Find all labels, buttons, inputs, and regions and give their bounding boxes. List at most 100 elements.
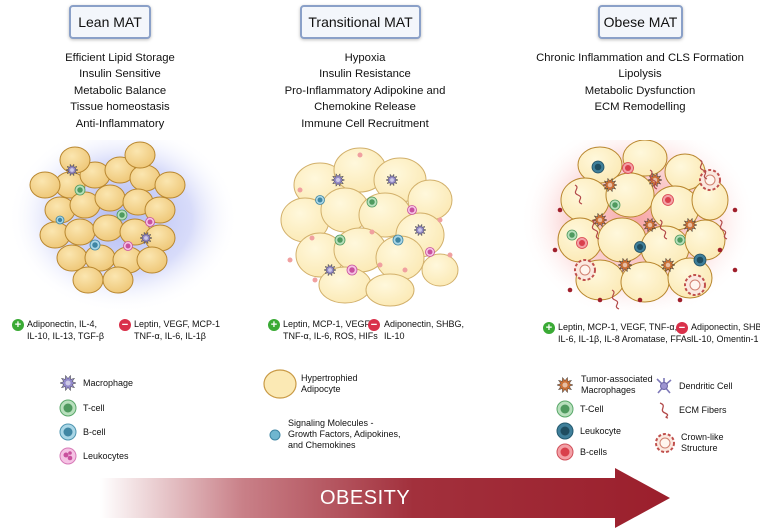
ecm-fiber (574, 184, 583, 205)
legend-tcell-obese: T-Cell (555, 399, 604, 419)
signaling-molecule (357, 152, 363, 158)
adipocyte (144, 196, 176, 224)
lean-cluster (8, 140, 238, 310)
dendritic-cell-icon (656, 378, 672, 394)
adipocyte (622, 140, 668, 177)
stage-title-obese: Obese MAT (598, 5, 683, 39)
feature-item: Insulin Sensitive (79, 68, 161, 81)
adipocyte (365, 273, 415, 307)
bcell-icon (59, 423, 77, 441)
decrease-icon: − (119, 319, 131, 331)
feature-item: Metabolic Dysfunction (584, 84, 696, 97)
signaling-molecule (597, 297, 603, 303)
adipocyte (64, 218, 96, 246)
crown-like-structure-icon (655, 433, 675, 453)
obese-increased: Leptin, MCP-1, VEGF, TNF-α,IL-6, IL-1β, … (558, 322, 692, 344)
obese-features: Chronic Inflammation and CLS Formation L… (535, 50, 745, 116)
adipocyte (154, 171, 186, 199)
legend-ecm-fibers: ECM Fibers (656, 401, 727, 419)
feature-item: Metabolic Balance (73, 84, 167, 97)
macrophage (385, 173, 399, 187)
signaling-molecule (377, 262, 383, 268)
transitional-features: Hypoxia Insulin Resistance Pro-Inflammat… (270, 50, 460, 132)
adipocyte (94, 184, 126, 212)
decrease-icon: − (676, 322, 688, 334)
obese-cluster (520, 140, 756, 310)
ecm-fiber (611, 289, 620, 310)
adipocyte-icon (263, 369, 297, 399)
tumor-macrophage (660, 257, 676, 273)
leukocyte (425, 247, 435, 257)
leukocyte (693, 253, 707, 267)
signaling-molecule (732, 207, 738, 213)
feature-item: Hypoxia (344, 52, 386, 64)
bcell-icon (556, 443, 574, 461)
signaling-molecule (732, 267, 738, 273)
signaling-molecule (557, 207, 563, 213)
signaling-molecule (677, 297, 683, 303)
legend-leukocytes: Leukocytes (58, 446, 129, 466)
legend-signaling-molecules: Signaling Molecules - Growth Factors, Ad… (268, 418, 401, 451)
legend-bcells-obese: B-cells (555, 442, 607, 462)
tcell (674, 234, 686, 246)
ecm-fiber (649, 169, 658, 190)
signaling-molecule (447, 252, 453, 258)
macrophage (330, 173, 346, 187)
macrophage (139, 231, 153, 245)
leukocyte (145, 217, 155, 227)
tumor-macrophage (617, 257, 633, 273)
feature-item: Immune Cell Recruitment (301, 117, 429, 130)
tcell (74, 184, 86, 196)
feature-item: ECM Remodelling (594, 101, 686, 114)
feature-item: Tissue homeostasis (70, 101, 170, 114)
macrophage (413, 223, 427, 237)
tumor-macrophage (642, 217, 658, 233)
bcell (55, 215, 65, 225)
feature-item: Lipolysis (618, 68, 662, 81)
lean-features: Efficient Lipid Storage Insulin Sensitiv… (30, 50, 210, 132)
leukocyte (591, 160, 605, 174)
adipocyte (136, 246, 168, 274)
leukocyte (634, 241, 646, 253)
transitional-increased: Leptin, MCP-1, VEGF,TNF-α, IL-6, ROS, HI… (283, 319, 378, 341)
signaling-molecule (369, 229, 375, 235)
crown-like-structure (699, 169, 721, 191)
signaling-molecule (309, 235, 315, 241)
ecm-fiber (719, 219, 728, 240)
increase-icon: + (543, 322, 555, 334)
obese-decreased: Adiponectin, SHBG,IL-10, Omentin-1 (691, 322, 760, 344)
tcell (116, 209, 128, 221)
legend-tcell: T-cell (58, 398, 105, 418)
transitional-decreased: Adiponectin, SHBG,IL-10 (384, 319, 465, 341)
legend-dendritic-cell: Dendritic Cell (655, 377, 733, 395)
feature-item: Insulin Resistance (319, 68, 411, 81)
signaling-molecule (717, 247, 723, 253)
adipocyte (124, 141, 156, 169)
ecm-fiber (591, 219, 600, 240)
bcell (392, 234, 404, 246)
tumor-macrophage (647, 172, 663, 188)
legend-leukocyte-obese: Leukocyte (555, 421, 621, 441)
feature-item: Chemokine Release (314, 101, 416, 114)
leukocyte-icon (59, 447, 77, 465)
signaling-molecule (637, 297, 643, 303)
macrophage (65, 163, 79, 177)
crown-like-structure (574, 259, 596, 281)
macrophage (323, 263, 337, 277)
signaling-molecule (297, 187, 303, 193)
stage-title-lean: Lean MAT (69, 5, 151, 39)
adipocyte (597, 217, 647, 263)
tumor-macrophage-icon (556, 376, 574, 394)
adipocyte (29, 171, 61, 199)
leukocyte-icon (556, 422, 574, 440)
transitional-cluster (280, 147, 459, 307)
bcell (89, 239, 101, 251)
signaling-molecule (402, 267, 408, 273)
tcell (334, 234, 346, 246)
adipose-tissue-illustrations (8, 140, 756, 310)
tcell-icon (556, 400, 574, 418)
feature-item: Pro-Inflammatory Adipokine and (284, 84, 446, 97)
adipocyte (605, 172, 655, 218)
lean-increased: Adiponectin, IL-4,IL-10, IL-13, TGF-β (27, 319, 105, 341)
tcell (566, 229, 578, 241)
